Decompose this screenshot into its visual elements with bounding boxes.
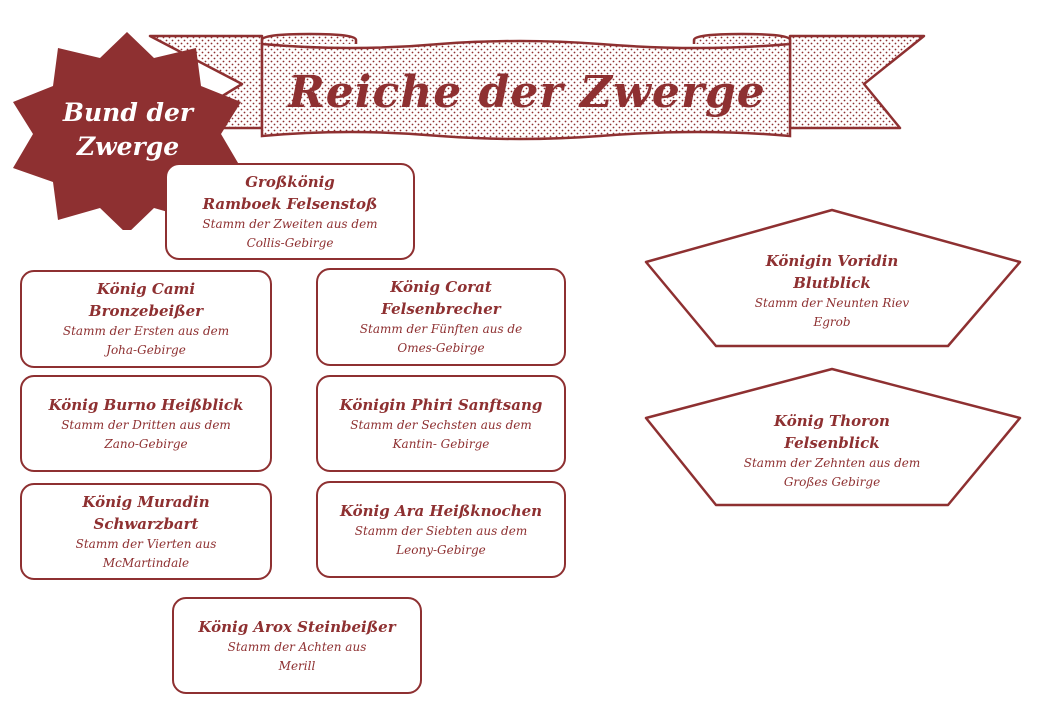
box-title: Ramboek Felsenstoß [202,194,378,213]
box-subtitle: Stamm der Zweiten aus dem [202,216,378,231]
box-subtitle: Merill [278,658,316,673]
pentagon-thoron-text: König Thoron Felsenblick Stamm der Zehnt… [700,405,964,497]
box-title: König Burno Heißblick [48,395,244,414]
box-title: Königin Phiri Sanftsang [339,395,543,414]
box-title: König Corat [390,278,492,296]
box-subtitle: Egrob [813,315,851,329]
title-banner [148,32,926,141]
box-muradin: König Muradin Schwarzbart Stamm der Vier… [20,483,272,580]
box-subtitle: Zano-Gebirge [104,436,188,451]
box-title: Schwarzbart [93,514,199,533]
box-cami: König Cami Bronzebeißer Stamm der Ersten… [20,270,272,368]
box-title: König Thoron [774,412,890,430]
box-title: König Arox Steinbeißer [198,617,396,636]
box-subtitle: Omes-Gebirge [397,341,485,355]
box-subtitle: Leony-Gebirge [396,542,486,557]
box-subtitle: Collis-Gebirge [246,235,334,250]
box-subtitle: Stamm der Fünften aus de [359,322,523,336]
box-subtitle: Stamm der Ersten aus dem [62,324,230,338]
box-subtitle: Stamm der Neunten Riev [754,296,910,310]
box-burno: König Burno Heißblick Stamm der Dritten … [20,375,272,472]
box-title: Großkönig [245,172,335,191]
seal-text: Bund der Zwerge [38,90,218,170]
box-subtitle: McMartindale [102,555,190,570]
box-subtitle: Kantin- Gebirge [392,436,490,451]
box-title: König Cami [96,280,196,298]
seal-line-1: Bund der [62,98,194,127]
box-subtitle: Stamm der Achten aus [227,639,367,654]
box-ara: König Ara Heißknochen Stamm der Siebten … [316,481,566,578]
box-subtitle: Stamm der Sechsten aus dem [350,417,532,432]
box-title: Bronzebeißer [88,302,204,320]
box-subtitle: Stamm der Siebten aus dem [354,523,528,538]
box-subtitle: Stamm der Zehnten aus dem [743,456,921,470]
box-phiri: Königin Phiri Sanftsang Stamm der Sechst… [316,375,566,472]
box-subtitle: Großes Gebirge [783,475,881,489]
box-title: Felsenblick [784,434,880,452]
seal-line-2: Zwerge [76,132,180,161]
box-title: Blutblick [793,274,871,292]
box-title: König Ara Heißknochen [339,501,543,520]
pentagon-voridin-text: Königin Voridin Blutblick Stamm der Neun… [700,246,964,336]
box-title: Königin Voridin [765,252,899,270]
box-grosskoenig: Großkönig Ramboek Felsenstoß Stamm der Z… [165,163,415,260]
box-subtitle: Stamm der Dritten aus dem [61,417,231,432]
box-arox: König Arox Steinbeißer Stamm der Achten … [172,597,422,694]
banner-title: Reiche der Zwerge [288,66,766,118]
box-corat: König Corat Felsenbrecher Stamm der Fünf… [316,268,566,366]
box-title: König Muradin [82,492,210,511]
box-title: Felsenbrecher [381,300,501,318]
box-subtitle: Stamm der Vierten aus [75,536,217,551]
box-subtitle: Joha-Gebirge [106,343,186,357]
